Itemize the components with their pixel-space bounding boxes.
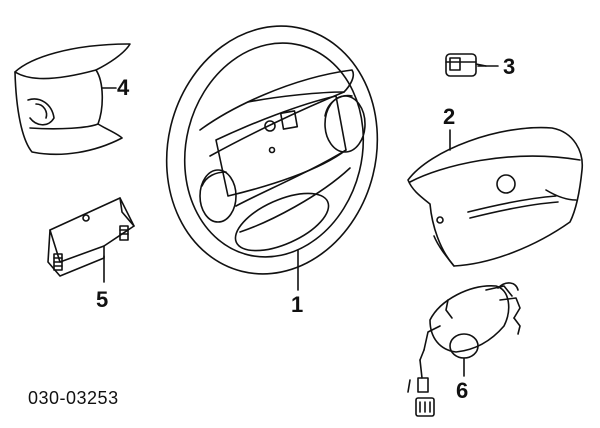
switch-part bbox=[445, 53, 487, 77]
diagram-part-number: 030-03253 bbox=[28, 388, 119, 408]
callout-6-label: 6 bbox=[456, 378, 469, 403]
callout-5-label: 5 bbox=[96, 287, 109, 312]
callout-4-label: 4 bbox=[117, 75, 130, 100]
callout-3-label: 3 bbox=[503, 54, 516, 79]
bracket-part bbox=[47, 197, 135, 277]
driver-airbag-part bbox=[407, 126, 583, 267]
ignition-lock-part bbox=[407, 282, 521, 417]
callout-1-label: 1 bbox=[291, 292, 304, 317]
horn-pad-cover-part bbox=[14, 43, 131, 156]
callout-2-label: 2 bbox=[443, 104, 456, 129]
steering-wheel-part bbox=[165, 25, 379, 275]
